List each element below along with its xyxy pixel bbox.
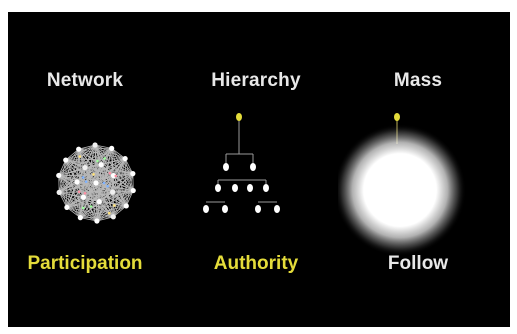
mass-heading: Mass	[393, 70, 443, 91]
network-heading: Network	[46, 70, 124, 91]
column-network: Network Participation	[8, 12, 178, 327]
authority-caption: Authority	[213, 253, 299, 274]
column-hierarchy: Hierarchy	[178, 12, 338, 327]
participation-caption: Participation	[27, 253, 143, 274]
hierarchy-heading: Hierarchy	[211, 70, 301, 91]
follow-caption: Follow	[387, 253, 449, 274]
column-mass: Mass Follow	[338, 12, 510, 327]
network-graph-icon	[56, 142, 136, 224]
slide-frame: Network Participation Hierarchy	[8, 12, 510, 327]
hierarchy-tree-icon	[203, 113, 280, 213]
glowing-mass-icon	[338, 113, 466, 256]
